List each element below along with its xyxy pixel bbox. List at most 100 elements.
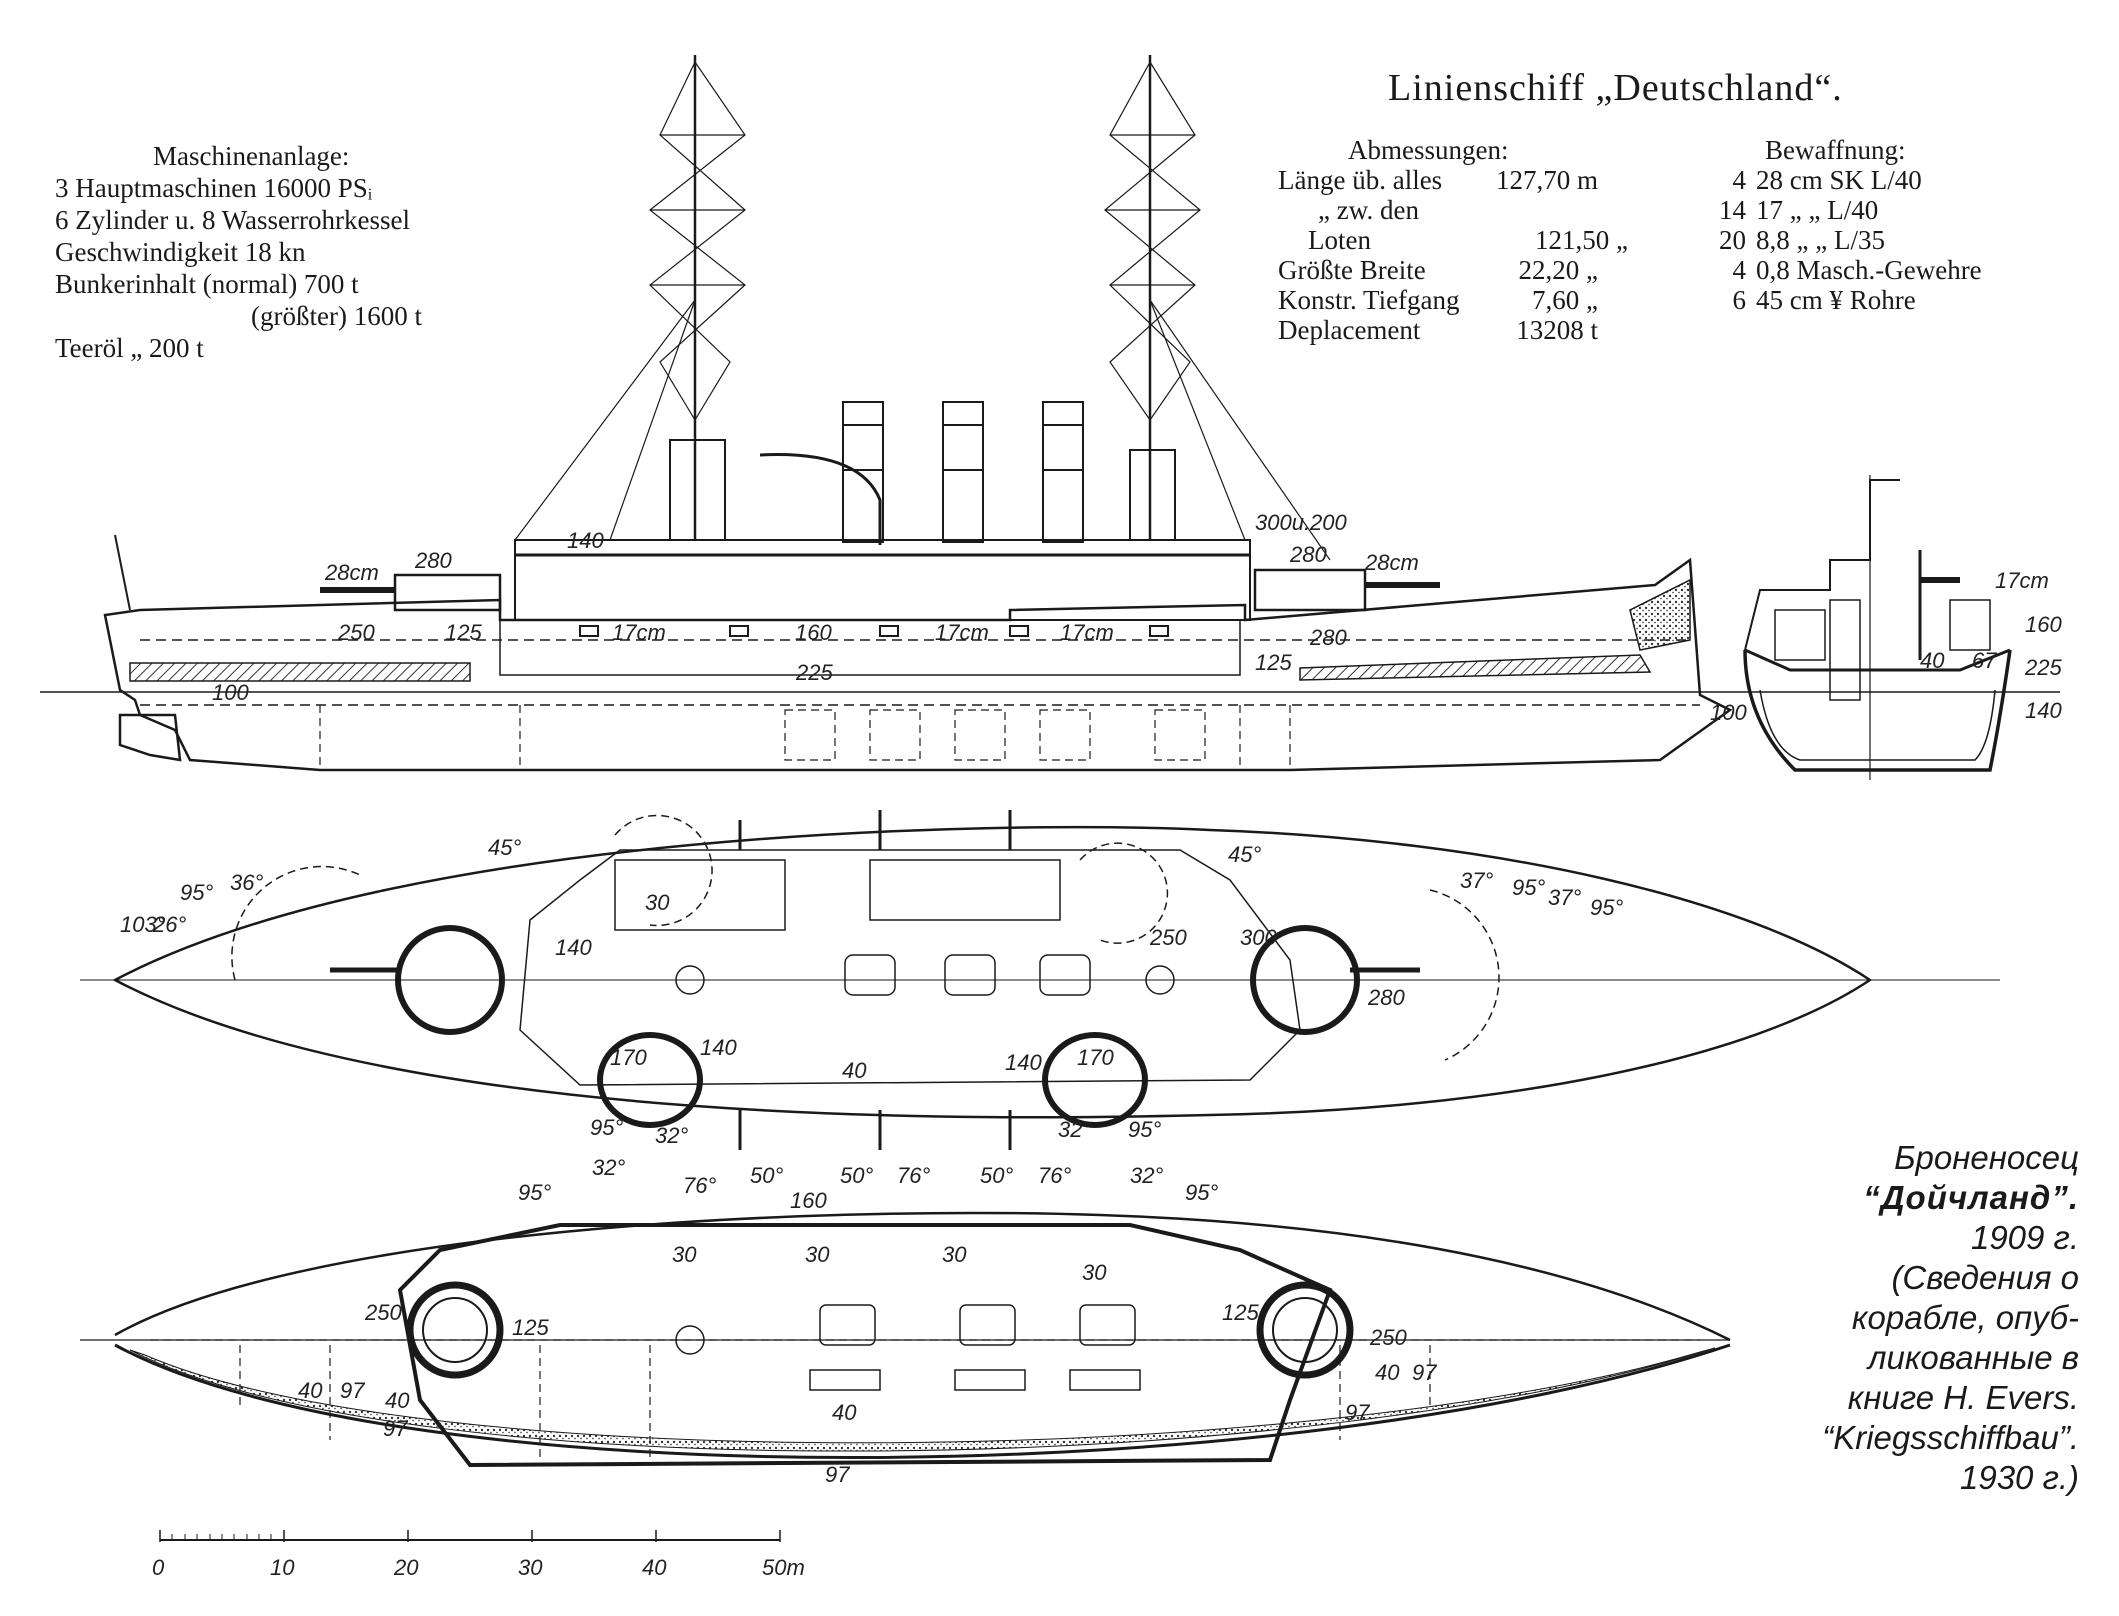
protective-deck: [129, 1347, 1716, 1452]
plan-label: 103°: [120, 912, 166, 937]
deck-label: 50°: [840, 1163, 873, 1188]
deck-label: 125: [1222, 1300, 1259, 1325]
section-label: 67: [1972, 648, 1997, 673]
machinery-line: (größter) 1600 t: [251, 301, 422, 331]
plan-label: 45°: [1228, 842, 1261, 867]
caption-line: 1909 г.: [1970, 1219, 2079, 1256]
caption-line: 1930 г.): [1959, 1459, 2079, 1496]
deck-label: 30: [672, 1242, 697, 1267]
deck-label: 76°: [1038, 1163, 1071, 1188]
machinery-block: Maschinenanlage: 3 Hauptmaschinen 16000 …: [55, 140, 422, 364]
scale-tick-label: 40: [642, 1555, 667, 1580]
section-label: 140: [2025, 698, 2062, 723]
scale-bar: 0 10 20 30 40 50m: [152, 1530, 805, 1580]
armor-label: 125: [1255, 650, 1292, 675]
deck-label: 40: [385, 1388, 410, 1413]
plan-label: 30: [645, 890, 670, 915]
armor-label: 160: [795, 620, 832, 645]
armor-label: 250: [337, 620, 375, 645]
fwd-barbette: [1250, 925, 1360, 1035]
armor-label: 140: [567, 528, 604, 553]
deck-label: 95°: [518, 1180, 551, 1205]
lower-deck-edge: [114, 1211, 1731, 1342]
caption-line: ликованные в: [1867, 1339, 2079, 1376]
fore-top: [1129, 449, 1176, 541]
scale-tick-label: 50m: [762, 1555, 805, 1580]
dimensions-heading: Abmessungen:: [1348, 135, 1509, 165]
turret-aft-side: [393, 573, 502, 612]
citadel: [499, 619, 1241, 676]
deck-label: 30: [942, 1242, 967, 1267]
plan-label: 95°: [1590, 895, 1623, 920]
armor-label: 28cm: [324, 560, 379, 585]
plan-label: 170: [1077, 1045, 1114, 1070]
turret-fwd-side: [1253, 568, 1367, 612]
plan-label: 280: [1367, 985, 1405, 1010]
caption-line: “Kriegsschiffbau”.: [1822, 1419, 2079, 1456]
plan-label: 140: [555, 935, 592, 960]
armament-heading: Bewaffnung:: [1765, 135, 1906, 165]
wing-casemate-fwd: [1042, 1032, 1148, 1128]
deck-label: 50°: [750, 1163, 783, 1188]
plan-label: 140: [700, 1035, 737, 1060]
armor-label: 300u.200: [1255, 510, 1348, 535]
machinery-line: Teeröl „ 200 t: [55, 333, 204, 363]
caption-line: корабле, опуб-: [1851, 1299, 2079, 1336]
armor-label: 125: [445, 620, 482, 645]
deck-label: 97: [383, 1416, 408, 1441]
machinery-line: 3 Hauptmaschinen 16000 PSᵢ: [55, 173, 373, 203]
plan-label: 26°: [152, 912, 186, 937]
deck-label: 40: [298, 1378, 323, 1403]
deck-label: 125: [512, 1315, 549, 1340]
armor-label: 100: [1710, 700, 1747, 725]
deck-label: 76°: [897, 1163, 930, 1188]
upper-deck-plan: [80, 810, 2000, 1150]
drawing-title: Linienschiff „Deutschland“.: [1388, 67, 1843, 109]
drawing-labels: 28cm 280 140 250 125 17cm 160 17cm 17cm …: [120, 510, 2062, 1487]
plan-label: 40: [842, 1058, 867, 1083]
deck-label: 97: [825, 1462, 850, 1487]
deck-label: 250: [1369, 1325, 1407, 1350]
rudder: [118, 713, 182, 762]
plan-label: 95°: [590, 1115, 623, 1140]
caption-line: (Сведения о: [1891, 1259, 2079, 1296]
section-label: 160: [2025, 612, 2062, 637]
deck-label: 250: [364, 1300, 402, 1325]
side-elevation: [40, 55, 2060, 772]
deck-label: 32°: [1130, 1163, 1163, 1188]
lower-deck-plan: [80, 1211, 1731, 1468]
funnel-1: [842, 401, 884, 543]
dimension-row: „ zw. den: [1318, 195, 1419, 225]
machinery-line: Bunkerinhalt (normal) 700 t: [55, 269, 359, 299]
plan-label: 300: [1240, 925, 1277, 950]
plan-label: 170: [610, 1045, 647, 1070]
deck-label: 30: [805, 1242, 830, 1267]
plan-label: 36°: [230, 870, 263, 895]
deck-label: 97: [1345, 1400, 1370, 1425]
section-label: 17cm: [1995, 568, 2049, 593]
deck-label: 76°: [683, 1173, 716, 1198]
main-top: [669, 439, 726, 541]
armor-label: 17cm: [935, 620, 989, 645]
upper-deck-outline: [112, 825, 1873, 1119]
section-deck: [1744, 648, 2011, 672]
belt-armor-aft: [129, 662, 471, 682]
lower-fwd-barbette: [1256, 1281, 1354, 1379]
plan-label: 95°: [180, 880, 213, 905]
armor-label: 100: [212, 680, 249, 705]
funnel-3: [1042, 401, 1084, 543]
deck-label: 30: [1082, 1260, 1107, 1285]
plan-label: 95°: [1512, 875, 1545, 900]
funnel-2: [942, 401, 984, 543]
plan-label: 32°: [655, 1123, 688, 1148]
